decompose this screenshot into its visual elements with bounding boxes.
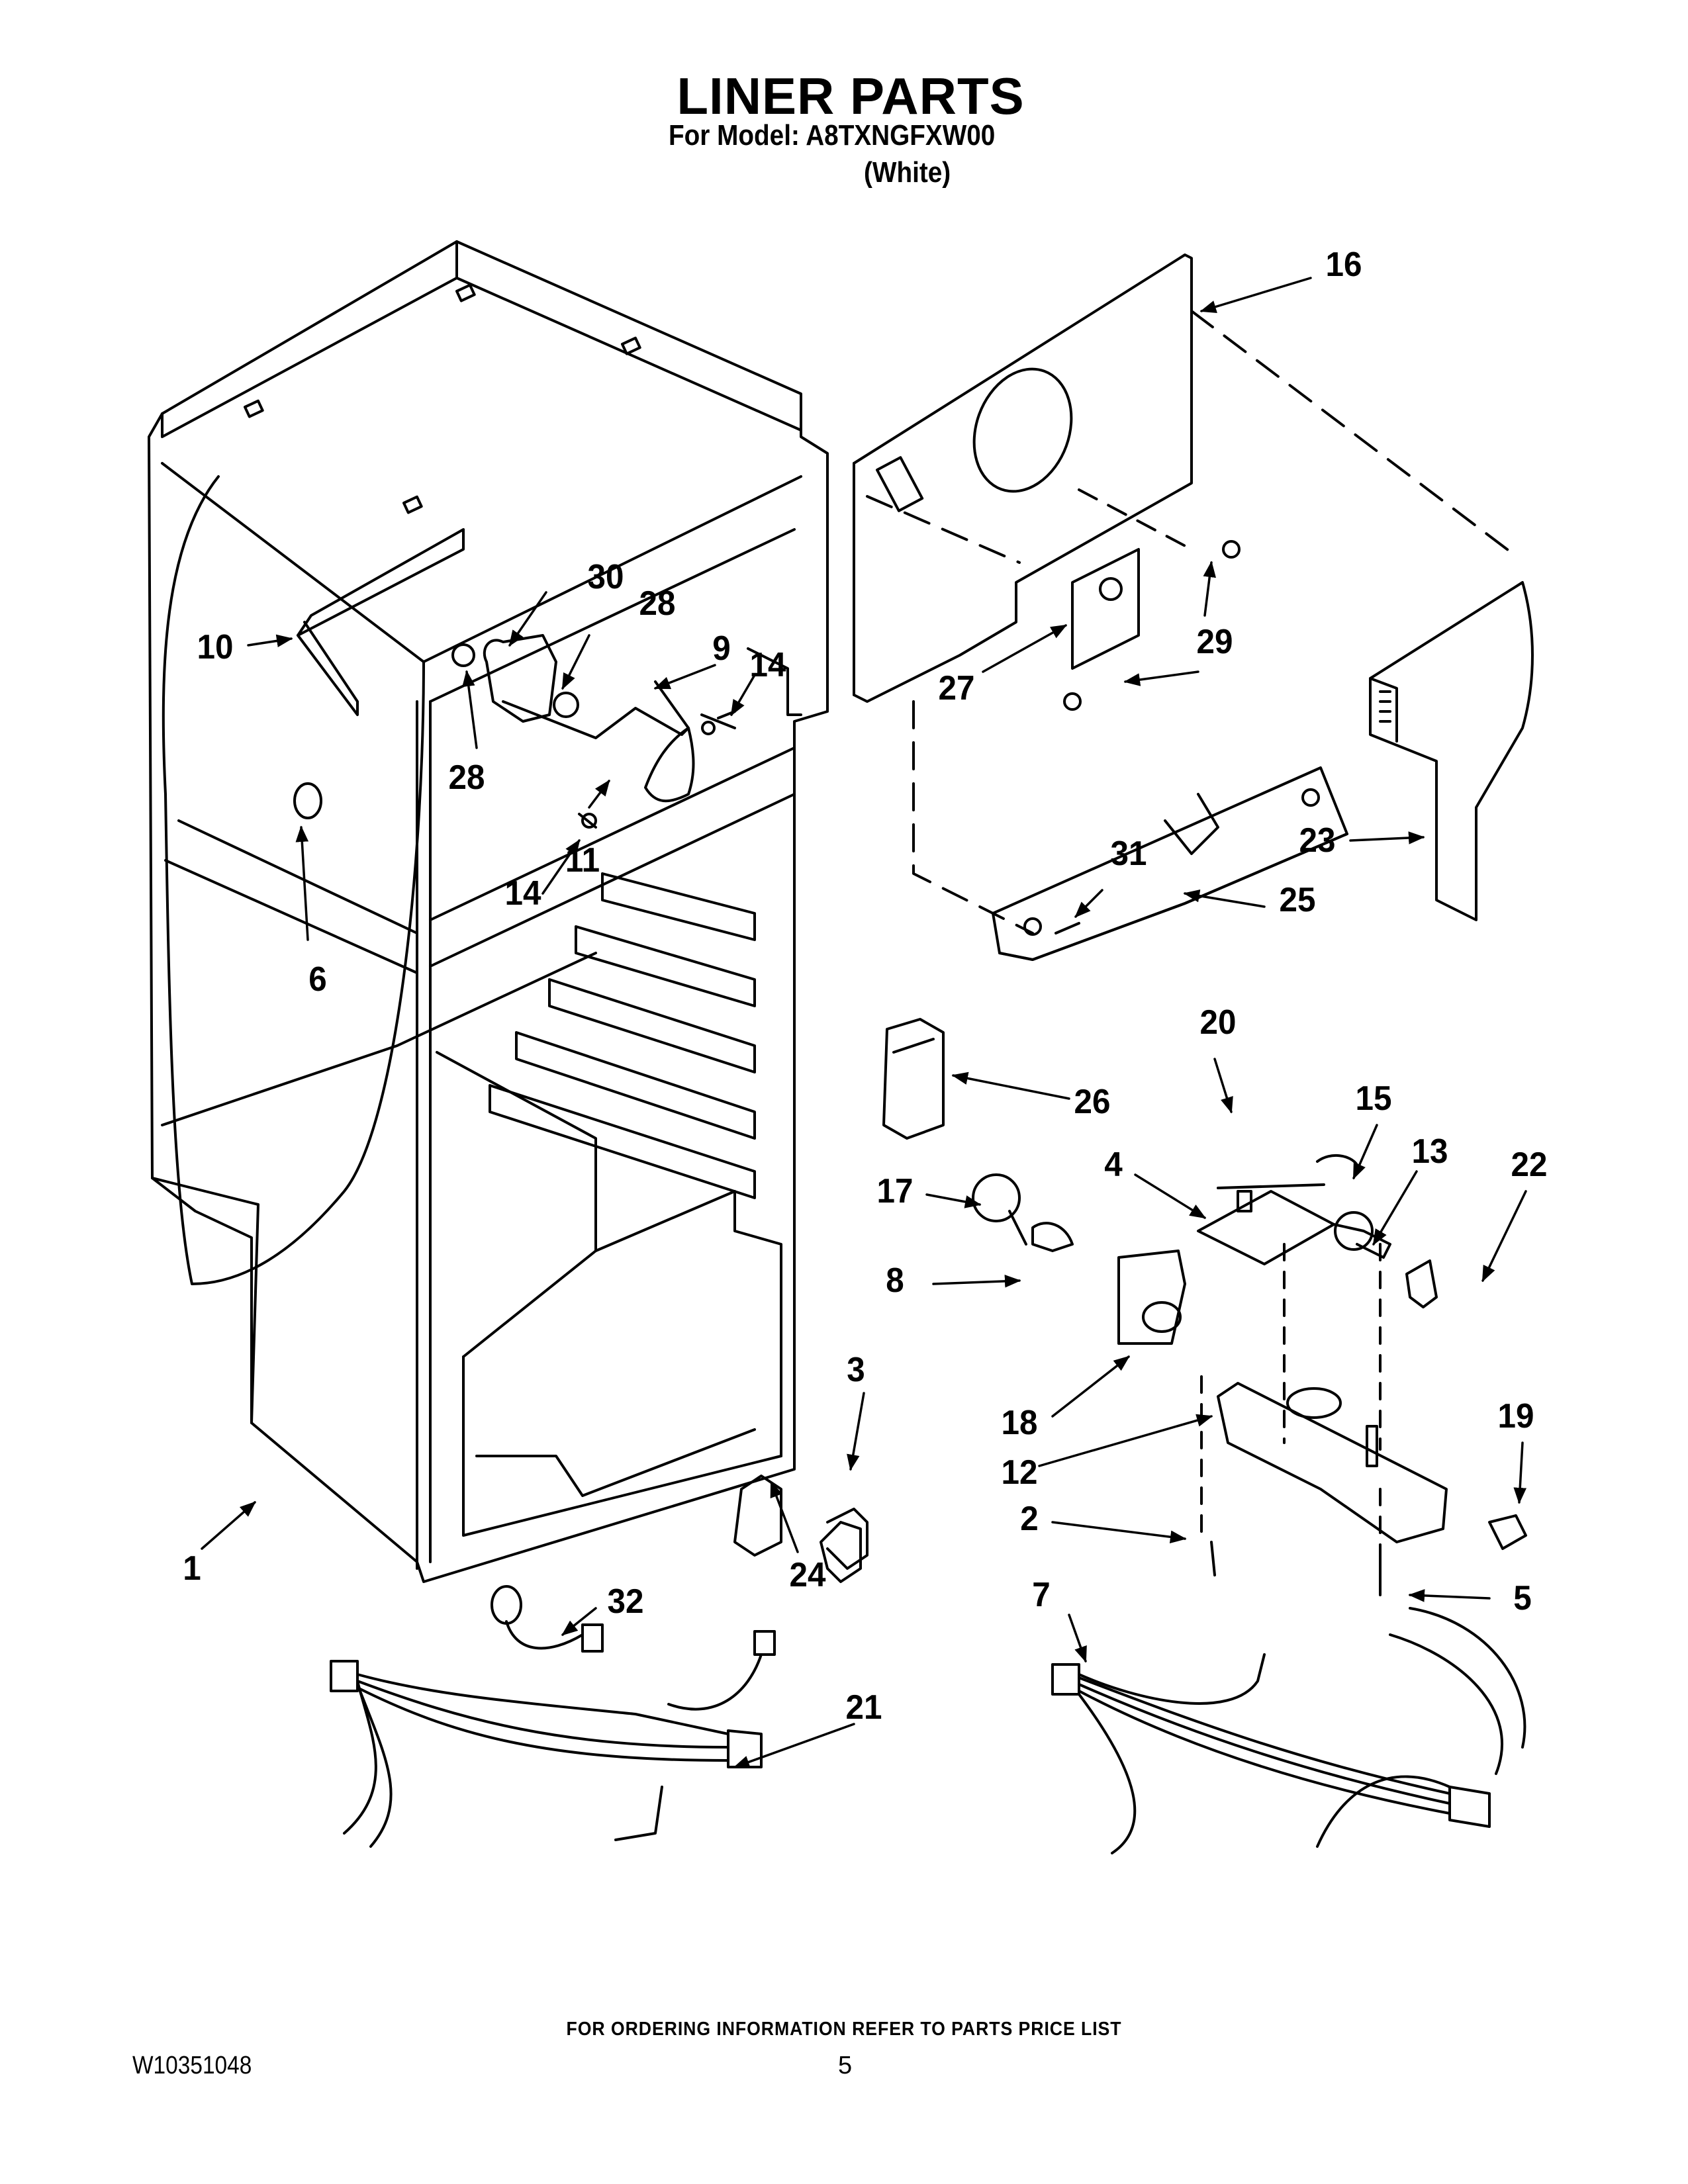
callout-29-upper: 29 bbox=[1196, 623, 1233, 661]
leader-lines bbox=[201, 277, 1527, 1768]
callout-5: 5 bbox=[1513, 1579, 1532, 1617]
callout-19: 19 bbox=[1497, 1397, 1534, 1435]
callout-2: 2 bbox=[1020, 1500, 1039, 1538]
callout-23: 23 bbox=[1299, 821, 1336, 860]
callout-16: 16 bbox=[1325, 246, 1362, 284]
callout-1: 1 bbox=[183, 1549, 201, 1588]
callout-28-lower: 28 bbox=[448, 758, 485, 797]
callout-13: 13 bbox=[1411, 1132, 1448, 1171]
callout-24: 24 bbox=[789, 1556, 826, 1594]
liner-cabinet bbox=[148, 240, 829, 1583]
page-number: 5 bbox=[838, 2052, 853, 2079]
model-color: (White) bbox=[864, 156, 951, 189]
callout-9: 9 bbox=[712, 629, 731, 668]
callout-4: 4 bbox=[1104, 1146, 1123, 1184]
callout-22: 22 bbox=[1511, 1146, 1548, 1184]
callout-25: 25 bbox=[1279, 881, 1316, 919]
callout-14-upper: 14 bbox=[749, 646, 786, 684]
model-number: For Model: A8TXNGFXW00 bbox=[669, 119, 996, 152]
callout-28-upper: 28 bbox=[639, 584, 676, 623]
callout-14-lower: 14 bbox=[504, 874, 541, 913]
callout-21: 21 bbox=[845, 1688, 882, 1727]
callout-8: 8 bbox=[886, 1261, 904, 1300]
callout-18: 18 bbox=[1001, 1404, 1038, 1442]
callout-10: 10 bbox=[197, 628, 234, 666]
page-title: LINER PARTS bbox=[677, 67, 1025, 125]
control-components bbox=[733, 1018, 1527, 1596]
callout-30: 30 bbox=[587, 558, 624, 596]
document-number: W10351048 bbox=[132, 2052, 252, 2079]
air-diffuser bbox=[992, 766, 1348, 961]
callout-6: 6 bbox=[308, 960, 327, 999]
duct-cover-panel bbox=[853, 253, 1517, 934]
wire-harness-left bbox=[330, 1585, 776, 1848]
callout-27: 27 bbox=[938, 669, 975, 707]
callout-32: 32 bbox=[607, 1582, 644, 1621]
callout-7: 7 bbox=[1032, 1576, 1051, 1614]
side-air-panel bbox=[1369, 581, 1534, 921]
fan-assembly bbox=[293, 634, 736, 829]
ordering-note: FOR ORDERING INFORMATION REFER TO PARTS … bbox=[566, 2019, 1122, 2040]
callout-3: 3 bbox=[847, 1351, 865, 1389]
callout-12: 12 bbox=[1001, 1453, 1038, 1492]
callout-26: 26 bbox=[1074, 1083, 1111, 1121]
callout-11: 11 bbox=[565, 841, 600, 880]
wire-harness-right bbox=[1051, 1607, 1526, 1854]
callout-17: 17 bbox=[876, 1172, 914, 1210]
callout-20: 20 bbox=[1199, 1003, 1237, 1042]
callout-15: 15 bbox=[1355, 1079, 1392, 1118]
callout-31: 31 bbox=[1110, 835, 1147, 873]
